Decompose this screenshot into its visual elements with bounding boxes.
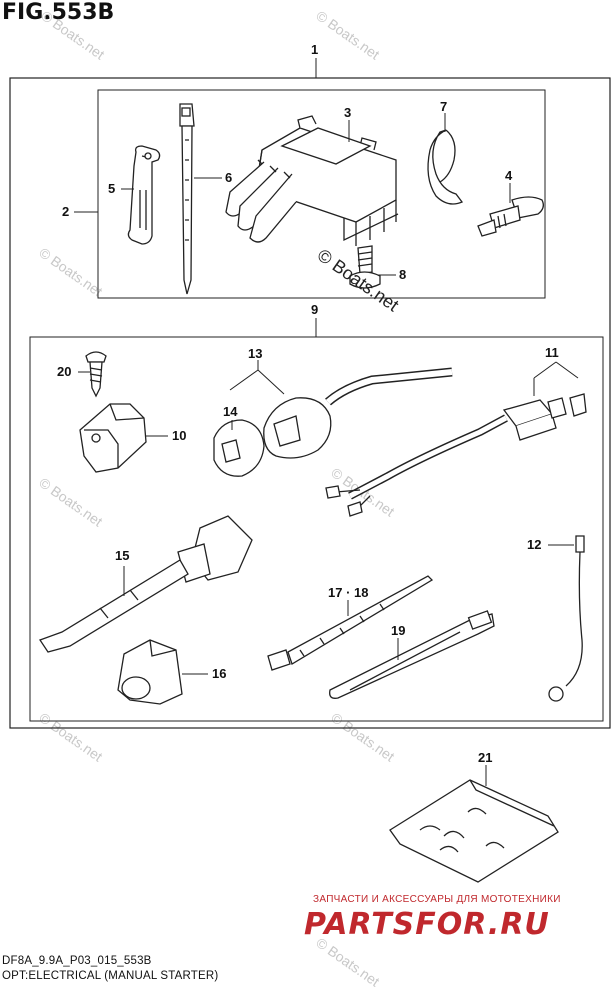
callout-11: 11 [545,345,559,360]
watermark: © Boats.net [38,7,107,62]
figure-title: FIG.553B [2,0,115,25]
watermark: © Boats.net [36,474,105,529]
part-8-bolt [349,245,381,289]
leader-line [555,361,579,379]
part-17-18-cable-tie [267,575,434,671]
callout-21: 21 [478,750,492,765]
part-13-14-connector [213,367,453,477]
callout-9: 9 [311,302,318,317]
part-10-bracket [79,403,147,473]
callout-4: 4 [505,168,513,183]
callout-7: 7 [440,99,447,114]
leader-line [257,369,285,395]
callout-5: 5 [108,181,115,196]
group-box-upper [97,89,546,299]
part-19-strap [329,610,495,699]
callout-2: 2 [62,204,69,219]
callout-14: 14 [223,404,238,419]
callout-17-18: 17 · 18 [328,585,368,600]
callout-15: 15 [115,548,129,563]
callout-16: 16 [212,666,226,681]
group-box-middle [29,336,604,722]
leader-line [229,369,259,391]
callout-1: 1 [311,42,318,57]
part-4-terminal [477,196,544,237]
part-11-harness [325,393,587,517]
part-6-cable-tie [179,103,195,295]
watermark: © Boats.net [313,934,382,988]
advert-tagline: ЗАПЧАСТИ И АКСЕССУАРЫ ДЛЯ МОТОТЕХНИКИ [313,894,561,905]
callout-12: 12 [527,537,541,552]
callout-6: 6 [225,170,232,185]
part-15-harness [39,515,253,653]
figure-code: DF8A_9.9A_P03_015_553B [2,955,152,967]
callout-10: 10 [172,428,186,443]
advert-brand: PARTSFOR.RU [304,907,550,942]
callout-20: 20 [57,364,71,379]
watermark: © Boats.net [328,709,397,764]
part-20-screw [85,351,107,398]
part-16-grommet [117,639,183,705]
callout-19: 19 [391,623,405,638]
leader-line [533,361,557,379]
assembly-frame [9,77,611,729]
figure-caption: OPT:ELECTRICAL (MANUAL STARTER) [2,970,219,982]
part-3-rectifier [225,115,399,246]
callout-13: 13 [248,346,262,361]
callout-8: 8 [399,267,406,282]
part-12-lead-wire [548,535,585,702]
part-5-clip [127,145,161,245]
watermark: © Boats.net [36,244,105,299]
part-21-bag [389,779,559,883]
watermark: © Boats.net [313,7,382,62]
watermark: © Boats.net [36,709,105,764]
part-7-wire-clip [427,129,464,205]
callout-3: 3 [344,105,351,120]
